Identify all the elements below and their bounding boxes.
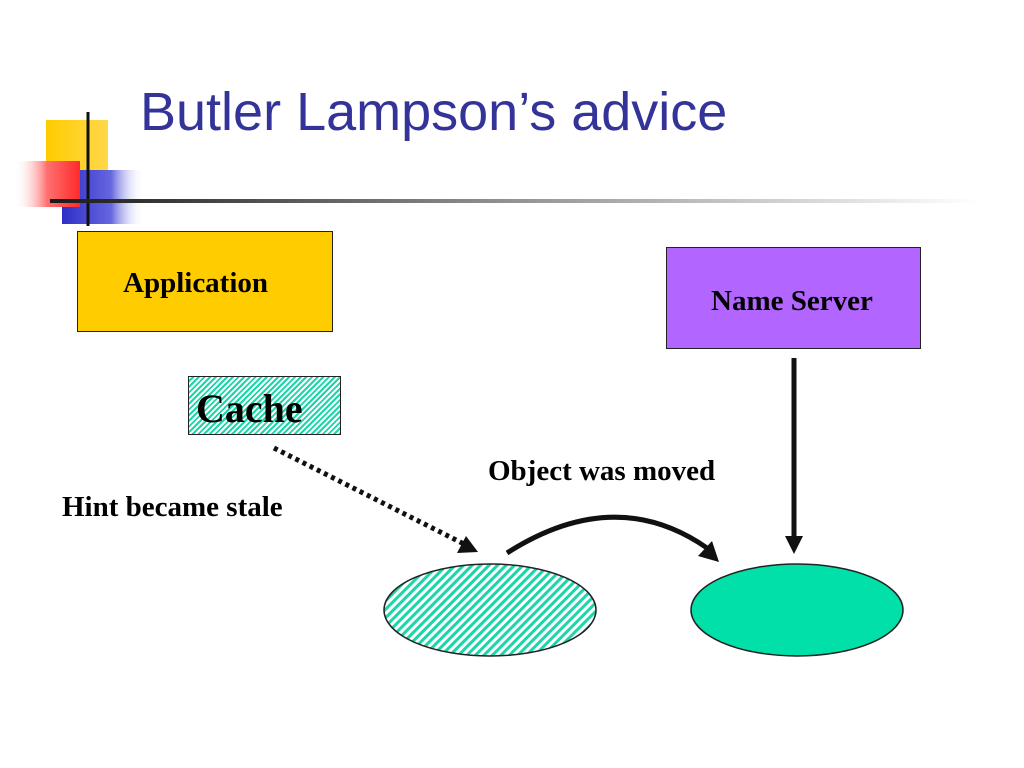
stale-hint-arrowhead	[457, 536, 478, 553]
current-object-ellipse	[690, 563, 904, 657]
object-moved-arrow-curve	[505, 514, 709, 556]
stale-object-ellipse	[383, 563, 597, 657]
hint-stale-label: Hint became stale	[62, 491, 283, 523]
application-label: Application	[123, 267, 269, 299]
cache-label: Cache	[196, 386, 303, 431]
stale-hint-arrow-line	[272, 445, 466, 547]
name-server-arrowhead	[785, 536, 803, 554]
name-server-box	[666, 247, 921, 349]
cache-box	[188, 376, 341, 435]
title-underline	[50, 199, 980, 203]
slide-title: Butler Lampson’s advice	[140, 82, 728, 142]
name-server-label: Name Server	[711, 285, 873, 317]
slide-decoration	[14, 112, 980, 226]
object-moved-arrowhead	[698, 541, 719, 562]
application-box	[77, 231, 333, 332]
object-moved-label: Object was moved	[488, 455, 716, 487]
